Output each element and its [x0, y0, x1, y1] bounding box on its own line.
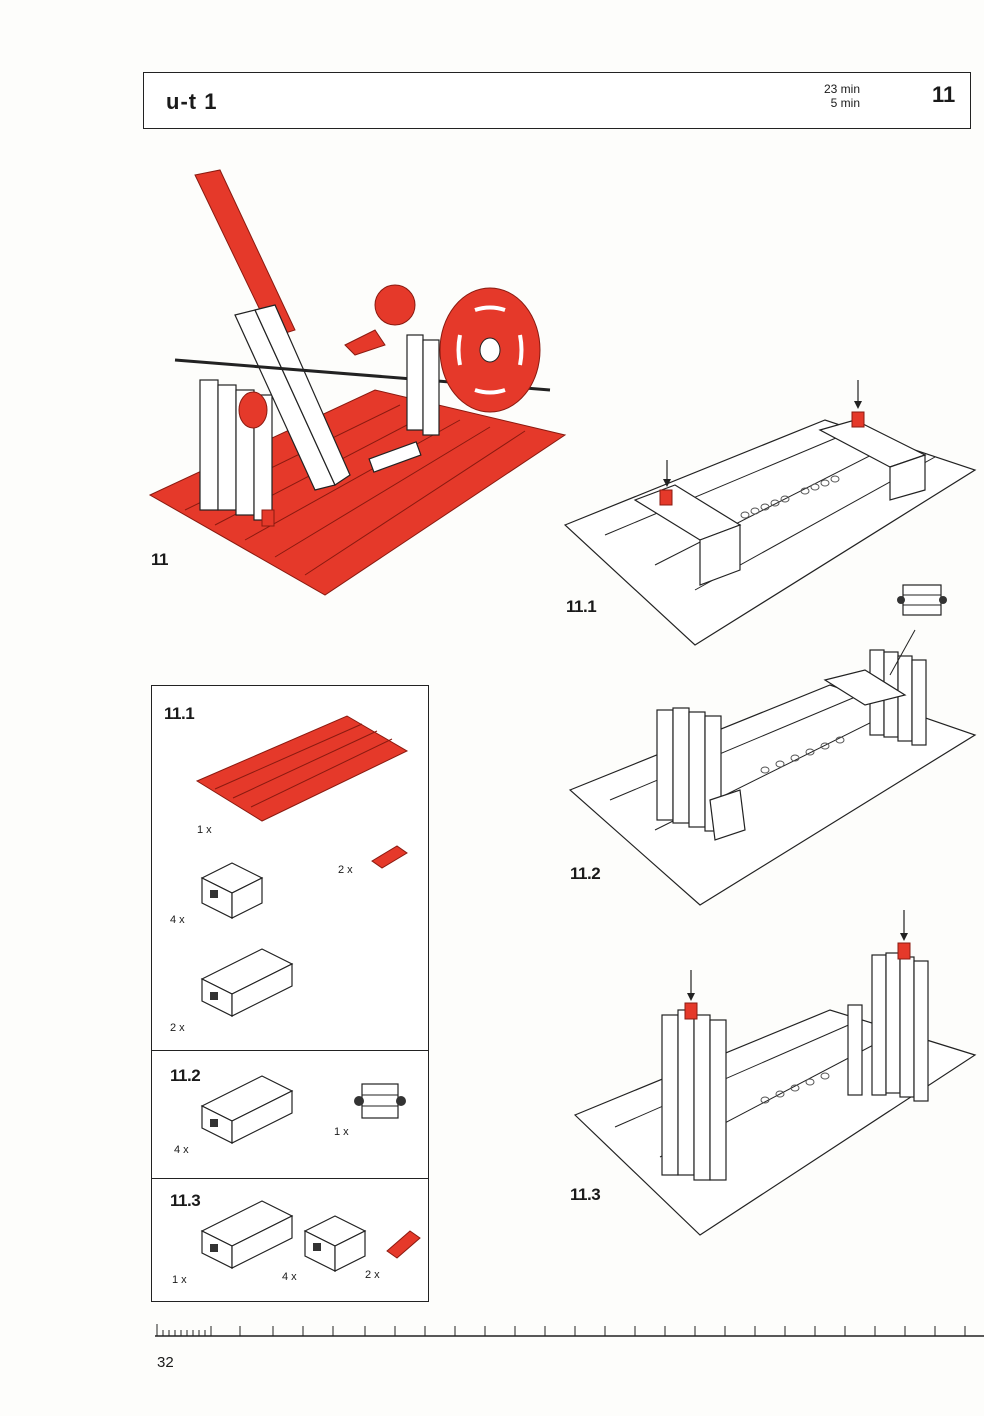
qty-joint: 1 x: [334, 1126, 349, 1138]
step-11-1-illustration: [563, 380, 977, 646]
step-label-11-3: 11.3: [570, 1185, 601, 1204]
qty-base-plate: 1 x: [197, 824, 212, 836]
build-times: 23 min 5 min: [802, 82, 860, 110]
qty-white-long-block-2: 4 x: [174, 1144, 189, 1156]
step-11-2-illustration: [568, 584, 977, 906]
footer-ruler: [155, 1324, 984, 1337]
white-block-part: [200, 862, 264, 919]
qty-white-long-block: 2 x: [170, 1022, 185, 1034]
model-code: u-t 1: [166, 89, 218, 114]
qty-white-long-block-3: 1 x: [172, 1274, 187, 1286]
white-long-block-part-3: [200, 1200, 294, 1269]
parts-label-11-3: 11.3: [170, 1191, 201, 1210]
page-header: u-t 1 23 min 5 min 11: [143, 72, 971, 129]
qty-red-small-3: 2 x: [365, 1269, 380, 1281]
white-long-block-part: [200, 948, 294, 1017]
parts-divider-2: [152, 1178, 428, 1179]
finished-model-label: 11: [151, 550, 168, 569]
step-label-11-2: 11.2: [570, 864, 601, 883]
time-step: 5 min: [830, 96, 860, 110]
step-label-11-1: 11.1: [566, 597, 597, 616]
step-11-3-illustration: [573, 910, 977, 1236]
parts-divider-1: [152, 1050, 428, 1051]
joint-part: [354, 1083, 406, 1119]
parts-list-box: 11.1 1 x 2 x 4 x 2 x 11.2 4 x: [151, 685, 429, 1302]
red-small-part: [371, 845, 408, 869]
white-block-part-3: [303, 1215, 367, 1272]
qty-red-small: 2 x: [338, 864, 353, 876]
step-number: 11: [932, 82, 956, 107]
parts-label-11-1: 11.1: [164, 704, 195, 723]
finished-model-illustration: [148, 169, 567, 596]
time-total: 23 min: [823, 82, 860, 96]
white-long-block-part-2: [200, 1075, 294, 1144]
red-small-part-3: [386, 1230, 421, 1259]
qty-white-block-3: 4 x: [282, 1271, 297, 1283]
parts-label-11-2: 11.2: [170, 1066, 201, 1085]
page-number: 32: [157, 1354, 174, 1371]
qty-white-block: 4 x: [170, 914, 185, 926]
red-base-plate-part: [195, 715, 409, 822]
